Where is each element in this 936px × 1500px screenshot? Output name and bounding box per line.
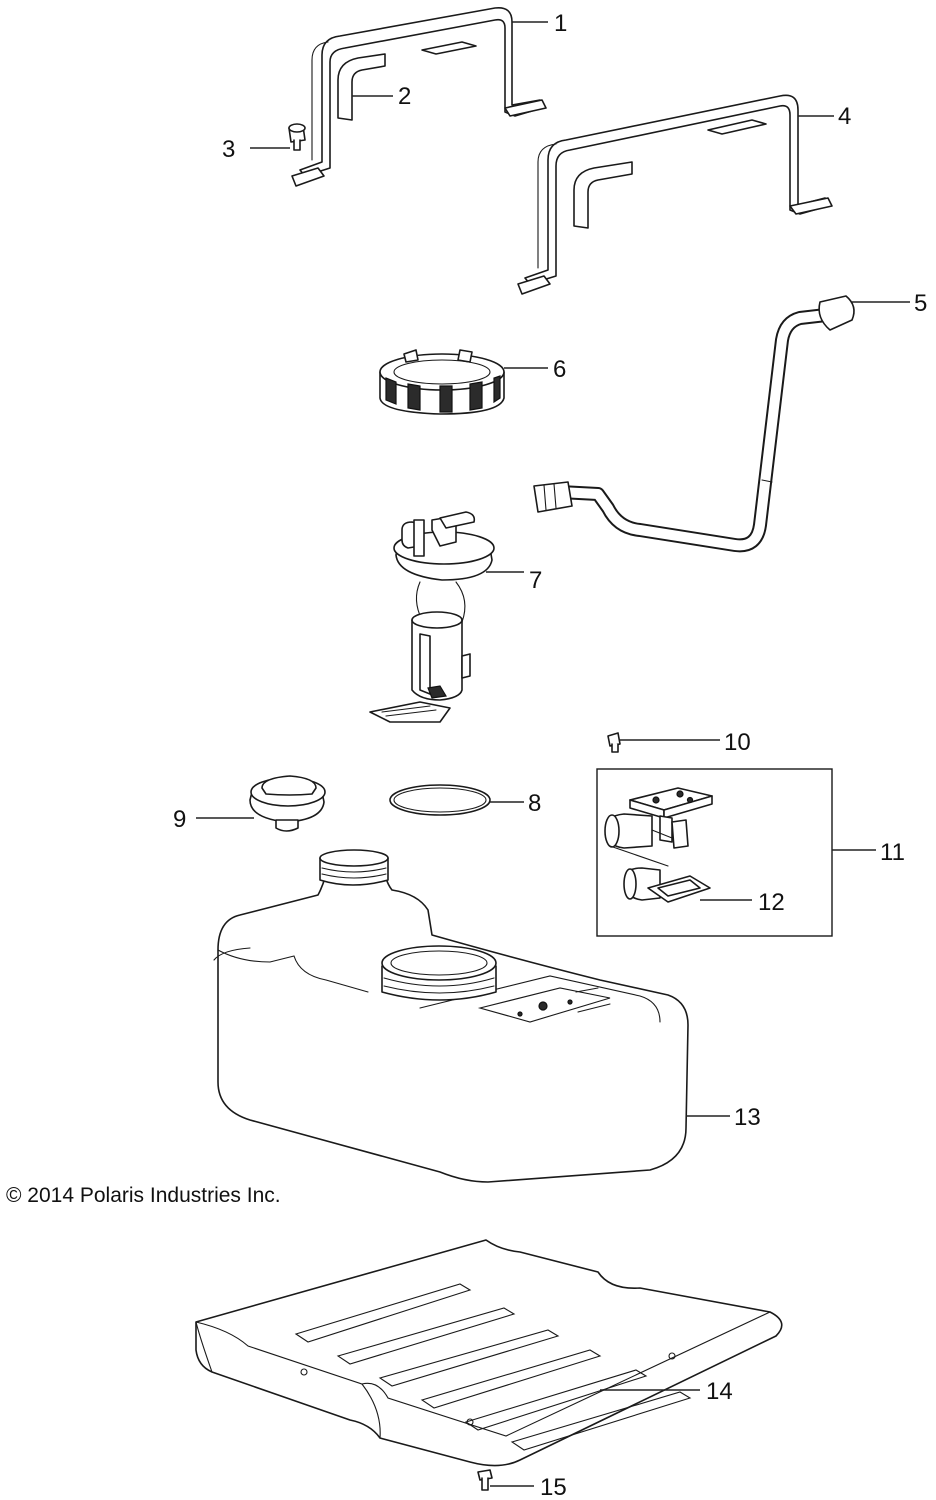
callout-8: 8 <box>528 790 541 817</box>
callout-6: 6 <box>553 356 566 383</box>
tank-strap-large <box>517 94 833 295</box>
callout-10: 10 <box>724 729 751 756</box>
callout-3: 3 <box>222 136 235 163</box>
copyright-notice: © 2014 Polaris Industries Inc. <box>6 1184 281 1207</box>
callout-7: 7 <box>529 567 542 594</box>
callout-11: 11 <box>880 839 905 866</box>
strap-bolt <box>288 123 306 151</box>
callout-9: 9 <box>173 806 186 833</box>
fuel-cap <box>249 775 326 832</box>
callout-2: 2 <box>398 83 411 110</box>
fuel-line-hose <box>533 295 855 553</box>
leader-lines <box>196 21 910 1487</box>
callout-14: 14 <box>706 1378 733 1405</box>
callout-1: 1 <box>554 10 567 37</box>
sender-screw <box>607 732 621 753</box>
callout-15: 15 <box>540 1474 567 1500</box>
pump-lock-ring <box>379 349 505 415</box>
tank-strap-small <box>291 6 547 187</box>
fuel-pump-module <box>369 511 495 723</box>
fuel-sender-assembly-box <box>596 768 833 937</box>
callout-5: 5 <box>914 290 927 317</box>
callout-12: 12 <box>758 889 785 916</box>
strap-rubber-pad <box>337 41 477 121</box>
callout-13: 13 <box>734 1104 761 1131</box>
callout-4: 4 <box>838 103 851 130</box>
skid-plate <box>195 1239 783 1467</box>
skid-plate-screw <box>477 1469 493 1491</box>
o-ring-gasket <box>389 784 491 816</box>
fuel-tank <box>213 849 689 1183</box>
